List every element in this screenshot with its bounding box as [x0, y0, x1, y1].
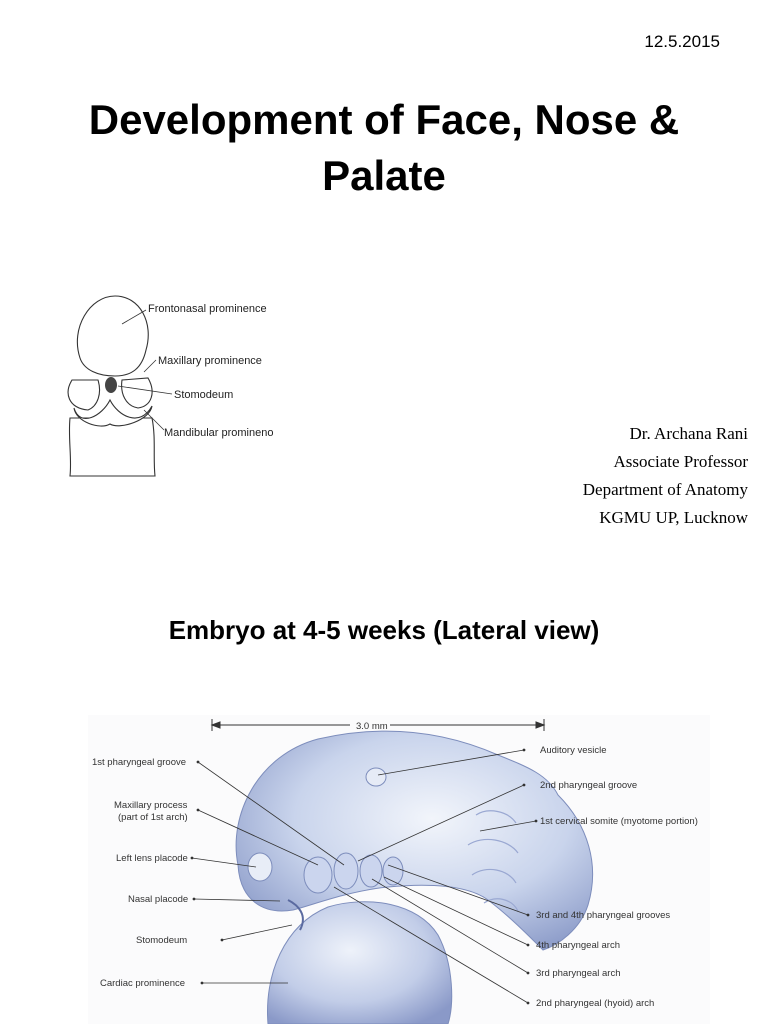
lens-placode — [247, 852, 273, 882]
embryo-lateral-figure: 3.0 mm — [88, 715, 710, 1024]
label-left-lens-placode: Left lens placode — [116, 853, 188, 864]
stomodeum-label: Stomodeum — [174, 389, 233, 401]
label-maxillary-process: Maxillary process — [114, 800, 188, 811]
embryo-slide: Embryo at 4-5 weeks (Lateral view) 3.0 m… — [0, 575, 768, 1024]
label-cardiac-prominence: Cardiac prominence — [100, 978, 185, 989]
author-institution: KGMU UP, Lucknow — [599, 508, 748, 527]
label-1st-cervical-somite: 1st cervical somite (myotome portion) — [540, 816, 698, 827]
mandibular-arch — [73, 398, 153, 427]
pharyngeal-arch-1 — [303, 856, 333, 894]
maxillary-left — [67, 379, 101, 411]
author-position: Associate Professor — [613, 452, 748, 471]
slide-title: Development of Face, Nose & Palate — [88, 96, 680, 199]
auditory-vesicle — [365, 767, 387, 787]
label-1st-pharyngeal-groove: 1st pharyngeal groove — [92, 757, 186, 768]
embryo-slide-title: Embryo at 4-5 weeks (Lateral view) — [168, 615, 600, 645]
label-2nd-arch: 2nd pharyngeal (hyoid) arch — [536, 998, 654, 1009]
author-block: Dr. Archana Rani Associate Professor Dep… — [583, 420, 748, 532]
label-3rd-arch: 3rd pharyngeal arch — [536, 968, 621, 979]
pharyngeal-arch-2 — [333, 852, 359, 890]
title-slide: 12.5.2015 Development of Face, Nose & Pa… — [67, 32, 748, 532]
label-2nd-pharyngeal-groove: 2nd pharyngeal groove — [540, 780, 637, 791]
face-prominences-figure: Frontonasal prominence Maxillary promine… — [67, 295, 273, 477]
maxillary-label: Maxillary prominence — [158, 355, 262, 367]
label-auditory-vesicle: Auditory vesicle — [540, 745, 607, 756]
label-nasal-placode: Nasal placode — [128, 894, 188, 905]
label-stomodeum: Stomodeum — [136, 935, 187, 946]
slide-date: 12.5.2015 — [644, 32, 720, 51]
neck-outline — [68, 417, 156, 477]
maxillary-right — [121, 377, 153, 409]
label-4th-arch: 4th pharyngeal arch — [536, 940, 620, 951]
scale-label: 3.0 mm — [356, 721, 388, 732]
author-department: Department of Anatomy — [582, 480, 748, 499]
author-name: Dr. Archana Rani — [629, 424, 749, 443]
cardiac-prominence — [267, 901, 453, 1024]
pharyngeal-arch-4 — [382, 856, 404, 886]
stomodeum-pit — [105, 377, 117, 393]
label-3rd-4th-grooves: 3rd and 4th pharyngeal grooves — [536, 910, 670, 921]
pharyngeal-arch-3 — [359, 854, 383, 888]
mandibular-label: Mandibular promineno — [164, 427, 273, 439]
frontonasal-label: Frontonasal prominence — [148, 303, 267, 315]
label-maxillary-process-sub: (part of 1st arch) — [118, 812, 188, 823]
frontonasal-head — [76, 295, 149, 377]
